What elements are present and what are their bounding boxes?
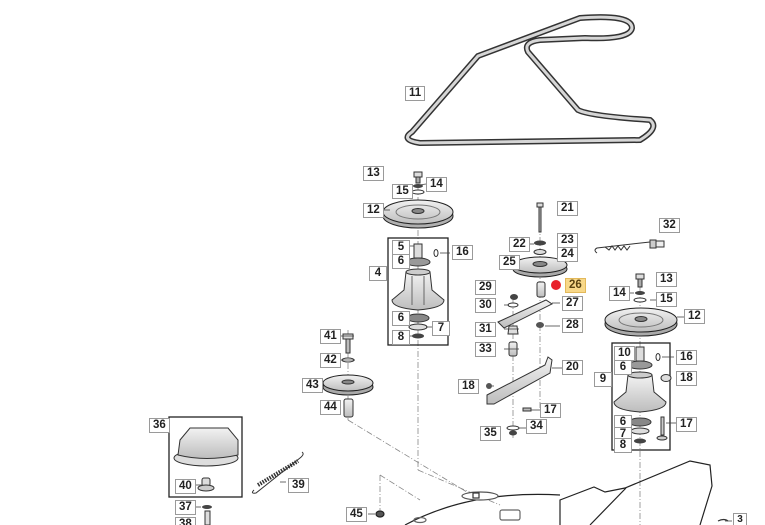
callout-34[interactable]: 34 bbox=[526, 419, 547, 434]
idler-pulley-assembly-part[interactable] bbox=[497, 202, 568, 357]
callout-15[interactable]: 15 bbox=[392, 184, 413, 199]
callout-14[interactable]: 14 bbox=[609, 286, 630, 301]
callout-13[interactable]: 13 bbox=[363, 166, 384, 181]
callout-21[interactable]: 21 bbox=[557, 201, 578, 216]
callout-17[interactable]: 17 bbox=[540, 403, 561, 418]
callout-11[interactable]: 11 bbox=[405, 86, 426, 101]
callout-41[interactable]: 41 bbox=[320, 329, 341, 344]
spindle-housing-left-part[interactable] bbox=[391, 243, 445, 339]
callout-5[interactable]: 5 bbox=[392, 240, 410, 255]
callout-42[interactable]: 42 bbox=[320, 353, 341, 368]
callout-35[interactable]: 35 bbox=[480, 426, 501, 441]
callout-6[interactable]: 6 bbox=[614, 360, 632, 375]
callout-12[interactable]: 12 bbox=[363, 203, 384, 218]
callout-37[interactable]: 37 bbox=[175, 500, 196, 515]
callout-4[interactable]: 4 bbox=[369, 266, 387, 281]
callout-20[interactable]: 20 bbox=[562, 360, 583, 375]
callout-12[interactable]: 12 bbox=[684, 309, 705, 324]
callout-26-selected[interactable]: 26 bbox=[565, 278, 586, 293]
drive-belt-part[interactable] bbox=[404, 14, 657, 147]
callout-27[interactable]: 27 bbox=[562, 296, 583, 311]
pulley-12-left-part[interactable] bbox=[382, 199, 454, 229]
callout-13[interactable]: 13 bbox=[656, 272, 677, 287]
callout-15[interactable]: 15 bbox=[656, 292, 677, 307]
callout-18[interactable]: 18 bbox=[458, 379, 479, 394]
callout-39[interactable]: 39 bbox=[288, 478, 309, 493]
bolt-13-left-part[interactable] bbox=[411, 171, 425, 195]
callout-17[interactable]: 17 bbox=[676, 417, 697, 432]
callout-6[interactable]: 6 bbox=[392, 254, 410, 269]
electric-clutch-part[interactable] bbox=[173, 427, 239, 525]
pulley-43-part[interactable] bbox=[322, 333, 374, 418]
callout-40[interactable]: 40 bbox=[175, 479, 196, 494]
spindle-assembly-9-box bbox=[611, 342, 671, 451]
callout-16[interactable]: 16 bbox=[676, 350, 697, 365]
bracket-20-part[interactable] bbox=[486, 356, 553, 436]
callout-33[interactable]: 33 bbox=[475, 342, 496, 357]
callout-28[interactable]: 28 bbox=[562, 318, 583, 333]
leader-lines bbox=[193, 183, 732, 522]
mower-deck-part[interactable] bbox=[375, 460, 729, 525]
callout-23[interactable]: 23 bbox=[557, 233, 578, 248]
callout-3[interactable]: 3 bbox=[733, 513, 747, 525]
callout-29[interactable]: 29 bbox=[475, 280, 496, 295]
callout-45[interactable]: 45 bbox=[346, 507, 367, 522]
callout-16[interactable]: 16 bbox=[452, 245, 473, 260]
spindle-assembly-4-box bbox=[387, 237, 449, 346]
callout-36[interactable]: 36 bbox=[149, 418, 170, 433]
callout-32[interactable]: 32 bbox=[659, 218, 680, 233]
callout-30[interactable]: 30 bbox=[475, 298, 496, 313]
callout-8[interactable]: 8 bbox=[614, 438, 632, 453]
callout-14[interactable]: 14 bbox=[426, 177, 447, 192]
callout-6[interactable]: 6 bbox=[392, 311, 410, 326]
callout-43[interactable]: 43 bbox=[302, 378, 323, 393]
selected-part-marker-icon bbox=[551, 280, 561, 290]
callout-7[interactable]: 7 bbox=[432, 321, 450, 336]
callout-44[interactable]: 44 bbox=[320, 400, 341, 415]
spring-cable-32-part[interactable] bbox=[594, 239, 665, 254]
callout-22[interactable]: 22 bbox=[509, 237, 530, 252]
spindle-housing-right-part[interactable] bbox=[613, 346, 672, 444]
callout-31[interactable]: 31 bbox=[475, 322, 496, 337]
callout-18[interactable]: 18 bbox=[676, 371, 697, 386]
callout-8[interactable]: 8 bbox=[392, 330, 410, 345]
tension-spring-39-part[interactable] bbox=[251, 451, 304, 494]
callout-24[interactable]: 24 bbox=[557, 247, 578, 262]
callout-10[interactable]: 10 bbox=[614, 346, 635, 361]
callout-9[interactable]: 9 bbox=[594, 372, 612, 387]
clutch-assembly-36-box bbox=[168, 416, 243, 498]
pulley-12-right-part[interactable] bbox=[604, 273, 678, 337]
callout-38[interactable]: 38 bbox=[175, 517, 196, 525]
callout-25[interactable]: 25 bbox=[499, 255, 520, 270]
